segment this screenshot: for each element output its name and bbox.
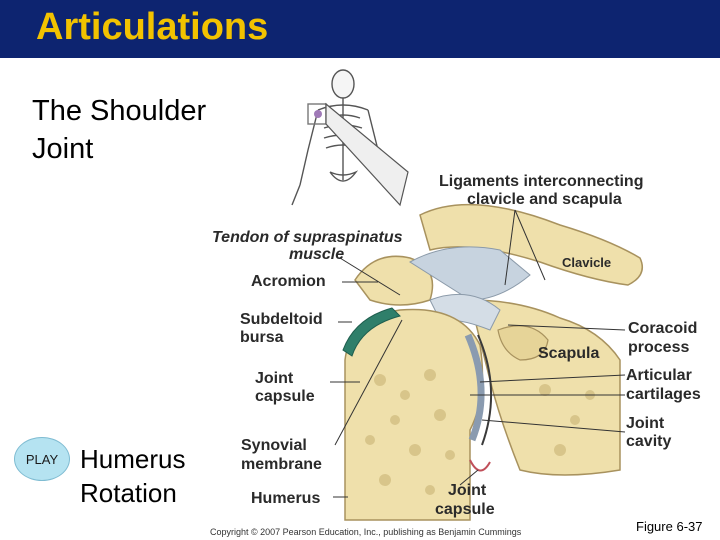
- play-button[interactable]: PLAY: [14, 437, 70, 481]
- label-scapula: Scapula: [538, 345, 599, 362]
- subtitle-line-1: The Shoulder: [32, 95, 207, 127]
- leader-lines: [330, 209, 626, 498]
- spongy-bone-texture: [365, 369, 595, 495]
- zoom-wedge: [325, 102, 409, 207]
- slide-title: Articulations: [36, 6, 269, 48]
- slide-subtitle: The Shoulder Joint: [32, 92, 206, 168]
- label-tendon-line1: Tendon of supraspinatus: [212, 229, 403, 246]
- synovial-recess: [469, 459, 491, 472]
- label-joint-capsule-line1: Joint: [255, 370, 294, 387]
- label-joint-cavity-line1: Joint: [626, 415, 665, 432]
- title-bar: [0, 0, 720, 58]
- subtitle-line-2: Joint: [32, 133, 94, 165]
- label-coracoid-line2: process: [628, 339, 689, 356]
- play-label-line-1: Humerus: [80, 444, 186, 474]
- label-coracoid-line1: Coracoid: [628, 320, 697, 337]
- label-joint-capsule-bottom-line2: capsule: [435, 501, 495, 518]
- label-acromion: Acromion: [251, 273, 326, 290]
- articular-cartilage-shape: [464, 333, 485, 442]
- label-joint-capsule-bottom-line1: Joint: [448, 482, 487, 499]
- ligament-band: [409, 246, 531, 301]
- label-ligaments-line2: clavicle and scapula: [467, 191, 622, 208]
- label-articular-line1: Articular: [626, 367, 692, 384]
- label-subdeltoid-line2: bursa: [240, 329, 284, 346]
- subdeltoid-bursa-shape: [342, 307, 401, 357]
- label-subdeltoid-line1: Subdeltoid: [240, 311, 323, 328]
- label-synovial-line1: Synovial: [241, 437, 307, 454]
- figure-label: Figure 6-37: [636, 519, 703, 534]
- label-articular-line2: cartilages: [626, 386, 701, 403]
- copyright-notice: Copyright © 2007 Pearson Education, Inc.…: [210, 527, 522, 537]
- play-animation-label[interactable]: Humerus Rotation: [80, 442, 185, 510]
- label-tendon-line2: muscle: [289, 246, 344, 263]
- label-ligaments-line1: Ligaments interconnecting: [439, 173, 643, 190]
- play-label-line-2: Rotation: [80, 478, 177, 508]
- label-humerus: Humerus: [251, 490, 320, 507]
- coracoid-process-bone: [497, 325, 549, 361]
- joint-cavity-line: [477, 334, 493, 446]
- label-synovial-line2: membrane: [241, 456, 322, 473]
- label-joint-cavity-line2: cavity: [626, 433, 671, 450]
- label-joint-capsule-line2: capsule: [255, 388, 315, 405]
- label-clavicle: Clavicle: [562, 255, 611, 270]
